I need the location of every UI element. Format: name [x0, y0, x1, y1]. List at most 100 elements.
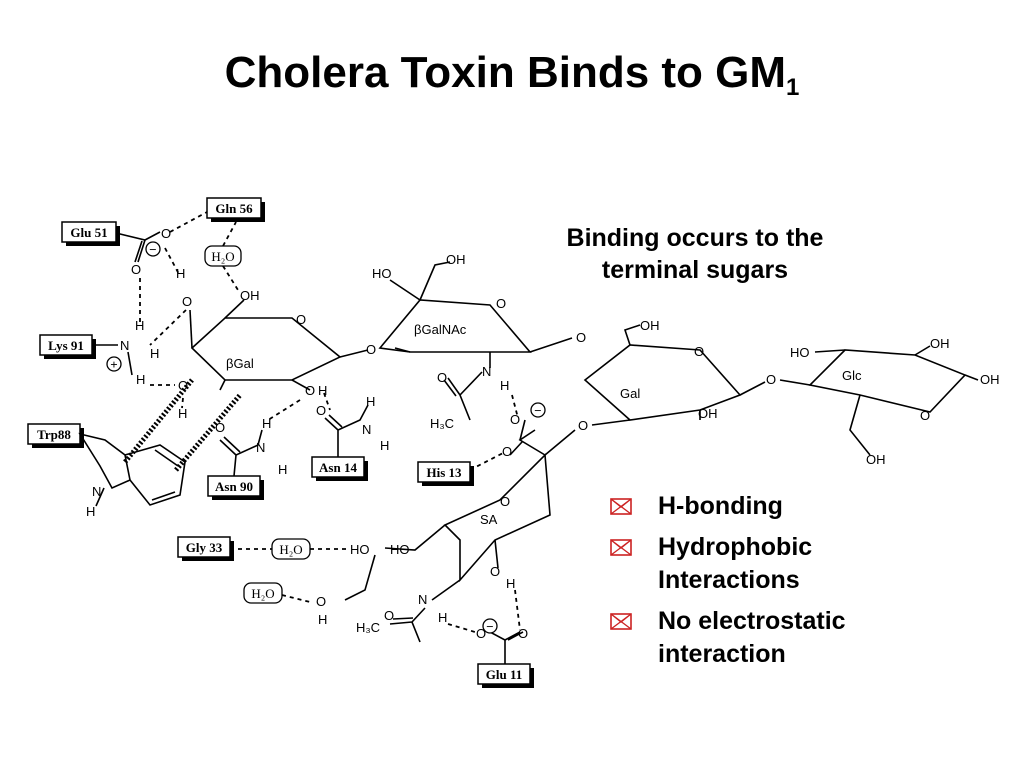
- svg-text:βGalNAc: βGalNAc: [414, 322, 467, 337]
- bullet-text-cont: Interactions: [658, 566, 800, 594]
- svg-text:OH: OH: [698, 406, 718, 421]
- svg-text:O: O: [502, 444, 512, 459]
- residue-asn90: Asn 90: [207, 475, 264, 500]
- svg-text:H₃C: H₃C: [430, 416, 454, 431]
- svg-text:H₂O: H₂O: [251, 586, 274, 601]
- bullet-item: No electrostatic interaction: [610, 605, 1010, 671]
- svg-text:O: O: [131, 262, 141, 277]
- residue-glu11: Glu 11: [477, 663, 534, 688]
- svg-text:N: N: [482, 364, 491, 379]
- svg-text:O: O: [178, 378, 188, 393]
- svg-text:H: H: [176, 266, 185, 281]
- svg-text:O: O: [215, 420, 225, 435]
- water-molecule: H₂O: [243, 582, 283, 604]
- caption-line-1: Binding occurs to the: [566, 224, 824, 252]
- svg-text:N: N: [120, 338, 129, 353]
- svg-text:O: O: [384, 608, 394, 623]
- svg-text:H: H: [150, 346, 159, 361]
- svg-text:O: O: [500, 494, 510, 509]
- bullet-text: H-bonding: [658, 492, 783, 520]
- svg-text:O: O: [366, 342, 376, 357]
- water-molecule: H₂O: [204, 245, 242, 267]
- svg-text:H₂O: H₂O: [211, 249, 234, 264]
- residue-gln56: Gln 56: [206, 197, 265, 222]
- svg-text:Glu 11: Glu 11: [486, 667, 523, 682]
- bullet-text: No electrostatic: [658, 607, 846, 635]
- svg-text:O: O: [182, 294, 192, 309]
- svg-text:O: O: [305, 383, 315, 398]
- bullet-item: H-bonding: [610, 490, 1010, 523]
- svg-text:O: O: [510, 412, 520, 427]
- svg-text:H: H: [438, 610, 447, 625]
- svg-text:O: O: [296, 312, 306, 327]
- title-subscript: 1: [786, 74, 800, 101]
- covalent-bonds: [78, 231, 979, 664]
- hydrogen-bonds: [139, 211, 521, 633]
- svg-text:H: H: [366, 394, 375, 409]
- svg-text:Gln 56: Gln 56: [215, 201, 253, 216]
- svg-text:OH: OH: [640, 318, 660, 333]
- svg-text:OH: OH: [980, 372, 1000, 387]
- svg-text:H: H: [380, 438, 389, 453]
- bullet-item: Hydrophobic Interactions: [610, 531, 1010, 597]
- svg-text:H: H: [86, 504, 95, 519]
- negative-charge: −: [530, 402, 546, 418]
- svg-text:O: O: [476, 626, 486, 641]
- svg-text:H: H: [506, 576, 515, 591]
- svg-text:βGal: βGal: [226, 356, 254, 371]
- svg-text:O: O: [578, 418, 588, 433]
- svg-text:Asn 14: Asn 14: [319, 460, 357, 475]
- svg-text:N: N: [418, 592, 427, 607]
- envelope-x-icon: [610, 539, 632, 556]
- svg-text:H₃C: H₃C: [356, 620, 380, 635]
- svg-text:Glu 51: Glu 51: [70, 225, 107, 240]
- positive-charge: +: [106, 356, 122, 372]
- svg-text:O: O: [161, 226, 171, 241]
- svg-text:H: H: [500, 378, 509, 393]
- svg-text:Lys 91: Lys 91: [48, 338, 84, 353]
- svg-text:N: N: [256, 440, 265, 455]
- residue-lys91: Lys 91: [39, 334, 96, 359]
- title-main: Cholera Toxin Binds to GM: [224, 48, 787, 97]
- svg-text:HO: HO: [790, 345, 810, 360]
- svg-text:H: H: [278, 462, 287, 477]
- svg-text:HO: HO: [390, 542, 410, 557]
- svg-text:Gal: Gal: [620, 386, 640, 401]
- svg-text:H: H: [136, 372, 145, 387]
- svg-text:O: O: [490, 564, 500, 579]
- svg-text:HO: HO: [372, 266, 392, 281]
- envelope-x-icon: [610, 498, 632, 515]
- bullet-list: H-bonding Hydrophobic Interactions No el…: [610, 490, 1010, 679]
- hydrophobic-contacts: [123, 378, 242, 472]
- water-molecule: H₂O: [271, 538, 311, 560]
- caption-line-2: terminal sugars: [601, 256, 789, 284]
- svg-text:O: O: [576, 330, 586, 345]
- svg-text:O: O: [920, 408, 930, 423]
- svg-text:OH: OH: [240, 288, 260, 303]
- svg-text:Glc: Glc: [842, 368, 862, 383]
- svg-text:−: −: [149, 242, 156, 257]
- svg-text:Trp88: Trp88: [37, 427, 71, 442]
- residue-trp88: Trp88: [27, 423, 84, 448]
- svg-text:OH: OH: [930, 336, 950, 351]
- residue-asn14: Asn 14: [311, 456, 368, 481]
- svg-text:Gly 33: Gly 33: [186, 540, 223, 555]
- svg-text:O: O: [316, 403, 326, 418]
- svg-text:OH: OH: [446, 252, 466, 267]
- binding-caption: Binding occurs to the terminal sugars: [520, 222, 870, 286]
- svg-text:H: H: [178, 406, 187, 421]
- svg-text:O: O: [694, 344, 704, 359]
- svg-text:O: O: [518, 626, 528, 641]
- bullet-text: Hydrophobic: [658, 533, 813, 561]
- residue-glu51: Glu 51: [61, 221, 120, 246]
- svg-text:H₂O: H₂O: [279, 542, 302, 557]
- svg-text:−: −: [486, 619, 493, 634]
- bullet-text-cont: interaction: [658, 640, 786, 668]
- atom-labels: O O H O OH H N H H O H O βGal O H H N H …: [86, 226, 1000, 641]
- svg-text:−: −: [534, 403, 541, 418]
- svg-text:O: O: [496, 296, 506, 311]
- residue-gly33: Gly 33: [177, 536, 234, 561]
- svg-text:O: O: [437, 370, 447, 385]
- svg-text:Asn 90: Asn 90: [215, 479, 253, 494]
